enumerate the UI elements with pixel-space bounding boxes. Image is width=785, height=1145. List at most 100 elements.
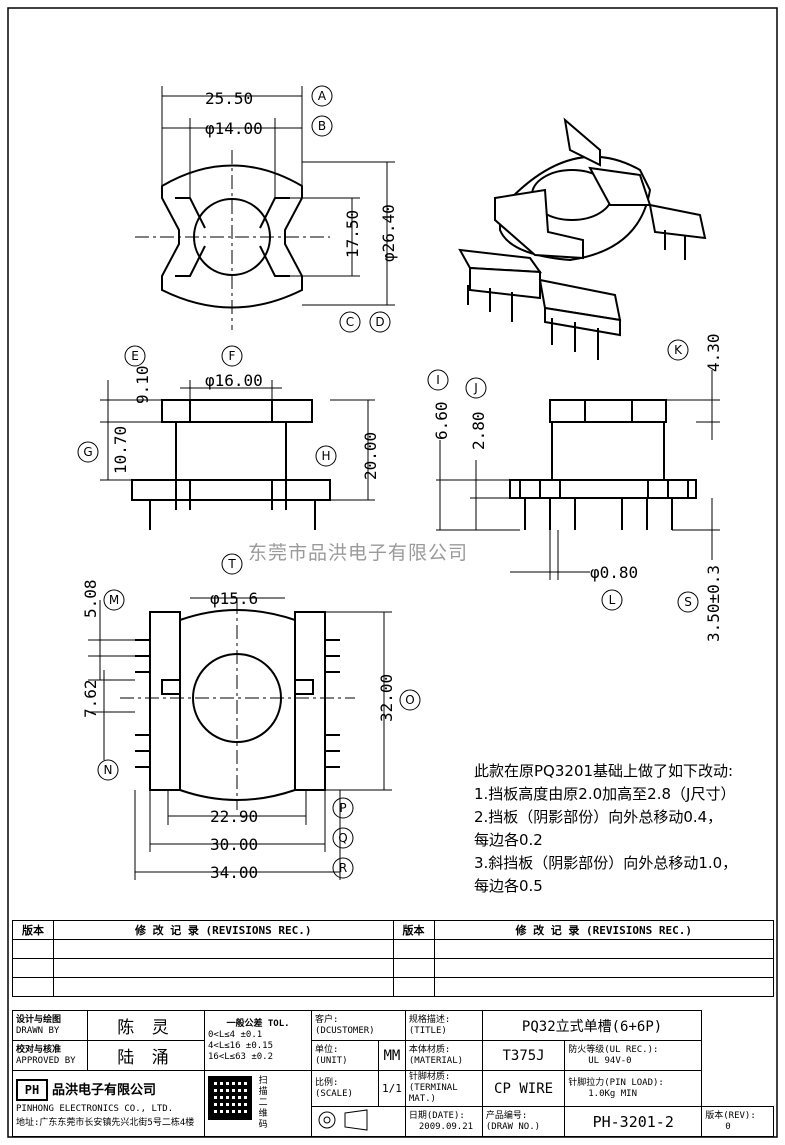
ref-label-d: D — [375, 315, 384, 329]
material: T375J — [481, 1040, 566, 1071]
drawing-number: PH-3201-2 — [564, 1106, 703, 1137]
projection-icon — [318, 1109, 368, 1131]
dim-b: φ14.00 — [205, 119, 263, 138]
unit-label: 单位:(UNIT) — [311, 1040, 379, 1071]
ref-circle-a — [311, 85, 333, 107]
scale-label: 比例:(SCALE) — [311, 1070, 379, 1107]
dim-p: 22.90 — [210, 807, 258, 826]
note-line: 每边各0.5 — [474, 877, 543, 895]
dim-a: 25.50 — [205, 89, 253, 108]
bottom-view-dims — [88, 597, 392, 880]
qr-code-icon — [208, 1076, 252, 1120]
note-line: 2.挡板（阴影部份）向外总移动0.4， — [474, 808, 723, 826]
dim-l: φ0.80 — [590, 563, 638, 582]
pin-load: 针脚拉力(PIN LOAD):1.0Kg MIN — [564, 1070, 703, 1107]
drawno-label: 产品编号:(DRAW NO.) — [481, 1106, 566, 1137]
designer: 陈 灵 — [87, 1010, 205, 1041]
dim-r: 34.00 — [210, 863, 258, 882]
ref-label-p: P — [339, 801, 346, 815]
dim-c1: 17.50 — [343, 210, 362, 258]
dim-q: 30.00 — [210, 835, 258, 854]
note-line: 每边各0.2 — [474, 831, 543, 849]
dim-t: φ15.6 — [210, 589, 258, 608]
ref-label-t: T — [227, 557, 236, 571]
ref-circle-r — [332, 857, 354, 879]
fire-rating: 防火等级(UL REC.):UL 94V-0 — [564, 1040, 703, 1071]
ref-label-r: R — [339, 861, 347, 875]
date-label: 日期(DATE):2009.09.21 — [404, 1106, 483, 1137]
top-view — [135, 150, 330, 330]
ref-label-o: O — [405, 693, 414, 707]
ref-circle-m — [103, 589, 125, 611]
unit: MM — [378, 1040, 406, 1071]
dim-f: φ16.00 — [205, 371, 263, 390]
ref-circle-i — [427, 369, 449, 391]
dim-s: 3.50±0.3 — [704, 565, 723, 642]
bottom-view — [120, 600, 355, 810]
dim-c2: φ26.40 — [379, 204, 398, 262]
ref-circle-t — [221, 553, 243, 575]
ref-circle-f — [221, 345, 243, 367]
ref-circle-c — [339, 311, 361, 333]
dim-i: 6.60 — [432, 401, 451, 440]
ref-label-a: A — [318, 89, 327, 103]
ref-label-q: Q — [338, 831, 347, 845]
revisions-table: 版本 修 改 记 录 (REVISIONS REC.) 版本 修 改 记 录 (… — [12, 920, 774, 997]
company-logo: PH — [16, 1078, 48, 1101]
ref-circle-j — [465, 377, 487, 399]
pin-material: CP WIRE — [481, 1070, 566, 1107]
change-notes: 此款在原PQ3201基础上做了如下改动: 1.挡板高度由原2.0加高至2.8（J… — [474, 760, 774, 898]
pin-label: 针脚材质:(TERMINAL MAT.) — [404, 1070, 483, 1107]
ref-circle-q — [332, 827, 354, 849]
ref-circle-l — [601, 589, 623, 611]
ref-label-s: S — [684, 595, 692, 609]
rev-ver-header: 版本 — [392, 920, 435, 940]
dim-e: 9.10 — [133, 365, 152, 404]
rev-ver-header: 版本 — [12, 920, 54, 940]
ref-label-m: M — [109, 593, 119, 607]
ref-circle-o — [399, 689, 421, 711]
revision: 版本(REV):0 — [701, 1106, 774, 1137]
checker: 陆 涌 — [87, 1040, 205, 1071]
ref-circle-s — [677, 591, 699, 613]
ref-label-e: E — [131, 349, 139, 363]
ref-label-k: K — [674, 343, 683, 357]
sheet-border — [7, 7, 778, 1138]
note-line: 此款在原PQ3201基础上做了如下改动: — [474, 762, 734, 780]
top-view-dims — [161, 86, 395, 306]
spec-label: 规格描述:(TITLE) — [404, 1010, 483, 1041]
material-label: 本体材质:(MATERIAL) — [404, 1040, 483, 1071]
rev-rec-header: 修 改 记 录 (REVISIONS REC.) — [433, 920, 774, 940]
ref-circle-k — [667, 339, 689, 361]
note-line: 3.斜挡板（阴影部份）向外总移动1.0， — [474, 854, 738, 872]
ref-label-f: F — [229, 349, 236, 363]
scale: 1/1 — [378, 1070, 406, 1107]
projection-symbol — [311, 1106, 406, 1137]
ref-circle-d — [369, 311, 391, 333]
ref-circle-b — [311, 115, 333, 137]
ref-label-n: N — [104, 763, 113, 777]
ref-label-b: B — [318, 119, 326, 133]
watermark: 东莞市品洪电子有限公司 — [248, 542, 469, 564]
dim-k: 4.30 — [704, 333, 723, 372]
dim-m: 5.08 — [81, 579, 100, 618]
ref-circle-h — [315, 445, 337, 467]
front-view-dims — [100, 380, 375, 501]
ref-label-j: J — [473, 381, 478, 395]
ref-label-g: G — [83, 445, 92, 459]
rev-rec-header: 修 改 记 录 (REVISIONS REC.) — [53, 920, 394, 940]
ref-circle-e — [124, 345, 146, 367]
customer-label: 客户:(DCUSTOMER) — [311, 1010, 406, 1041]
dim-n: 7.62 — [81, 679, 100, 718]
ref-label-l: L — [609, 593, 616, 607]
qr-code: 扫描二维码 — [204, 1070, 312, 1137]
ref-label-i: I — [436, 373, 440, 387]
note-line: 1.挡板高度由原2.0加高至2.8（J尺寸） — [474, 785, 736, 803]
side-view — [509, 399, 697, 530]
